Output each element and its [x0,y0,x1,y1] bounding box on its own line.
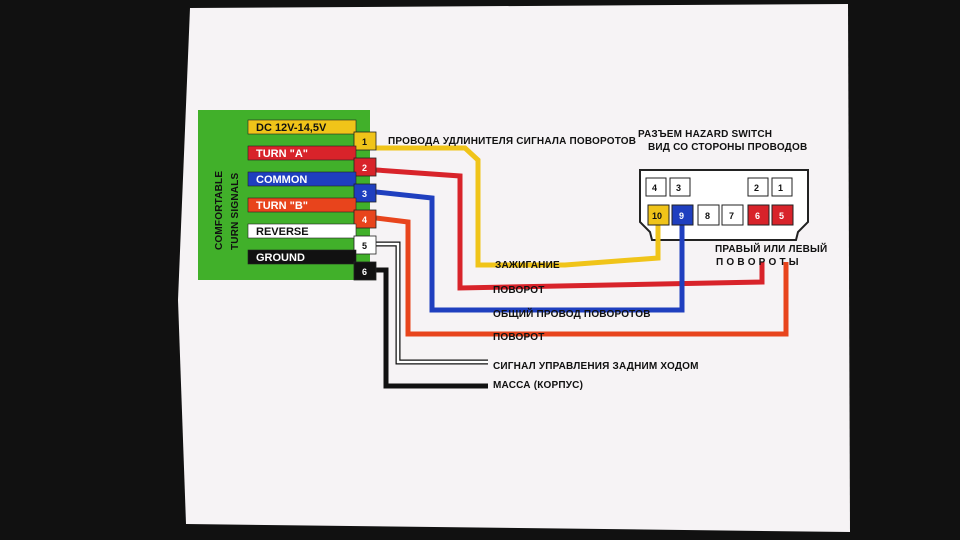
connector-pin-box [645,177,667,197]
connector-pin-box [771,204,794,226]
module-pin-box [353,183,377,203]
module-pin-number: 5 [362,241,367,251]
connector-pin-number: 9 [679,211,684,221]
connector-pin-box [697,204,720,226]
wire-turn-a [375,167,765,291]
module-pin-number: 3 [362,189,367,199]
connector-pin-box [771,177,793,197]
connector-pin-number: 8 [705,211,710,221]
module-wire-label-box [247,249,357,265]
module-title-line2: TURN SIGNALS [230,172,241,250]
connector-pin-box [671,204,694,226]
wire-turn-b [375,215,789,337]
module-pin-box [353,209,377,229]
module-wire-label: TURN "A" [256,148,308,160]
turn-caption-line1: ПРАВЫЙ ИЛИ ЛЕВЫЙ [715,242,827,255]
wire-ground [376,267,488,389]
connector-pin-box [721,204,744,226]
connector-pin-number: 2 [754,183,759,193]
label-ignition: ЗАЖИГАНИЕ [495,260,560,271]
connector-title-line1: РАЗЪЕМ HAZARD SWITCH [638,129,772,140]
turn-caption-line2: П О В О Р О Т Ы [716,257,799,268]
module-pin-box [353,157,377,177]
label-turn-a: ПОВОРОТ [493,285,545,296]
module-pin-box [353,131,377,151]
label-common: ОБЩИЙ ПРОВОД ПОВОРОТОВ [493,307,651,320]
connector-title-line2: ВИД СО СТОРОНЫ ПРОВОДОВ [648,142,807,153]
module-wire-label: DC 12V-14,5V [256,122,327,134]
extension-caption: ПРОВОДА УДЛИНИТЕЛЯ СИГНАЛА ПОВОРОТОВ [388,136,636,147]
connector-pin-number: 1 [778,183,783,193]
module-wire-label: GROUND [256,252,305,264]
module-pin-number: 6 [362,267,367,277]
module-wire-label: TURN "B" [256,200,308,212]
label-ground: МАССА (КОРПУС) [493,380,583,391]
module-wire-label: COMMON [256,174,307,186]
module-pin-number: 4 [362,215,367,225]
module-pin-box [353,261,377,281]
module-pin-box [353,235,377,255]
module-pin-number: 1 [362,137,367,147]
connector-pin-box [647,204,670,226]
module-wire-label-box [247,145,357,161]
connector-pin-number: 3 [676,183,681,193]
module-wire-label-box [247,197,357,213]
wire-dc [376,145,661,268]
connector-pin-number: 6 [755,211,760,221]
connector-pin-number: 5 [779,211,784,221]
connector-pin-number: 7 [729,211,734,221]
connector-pin-number: 10 [652,211,662,221]
module-title-line1: COMFORTABLE [214,171,225,250]
connector-pin-number: 4 [652,183,657,193]
label-turn-b: ПОВОРОТ [493,332,545,343]
label-reverse: СИГНАЛ УПРАВЛЕНИЯ ЗАДНИМ ХОДОМ [493,361,699,372]
module-wire-label-box [247,223,357,239]
connector-pin-box [747,177,769,197]
module-wire-label-box [247,171,357,187]
module-wire-label: REVERSE [256,226,309,238]
module-pin-number: 2 [362,163,367,173]
wire-reverse [376,242,488,364]
module-wire-label-box [247,119,357,135]
wire-common [375,189,685,313]
connector-pin-box [669,177,691,197]
connector-pin-box [747,204,770,226]
